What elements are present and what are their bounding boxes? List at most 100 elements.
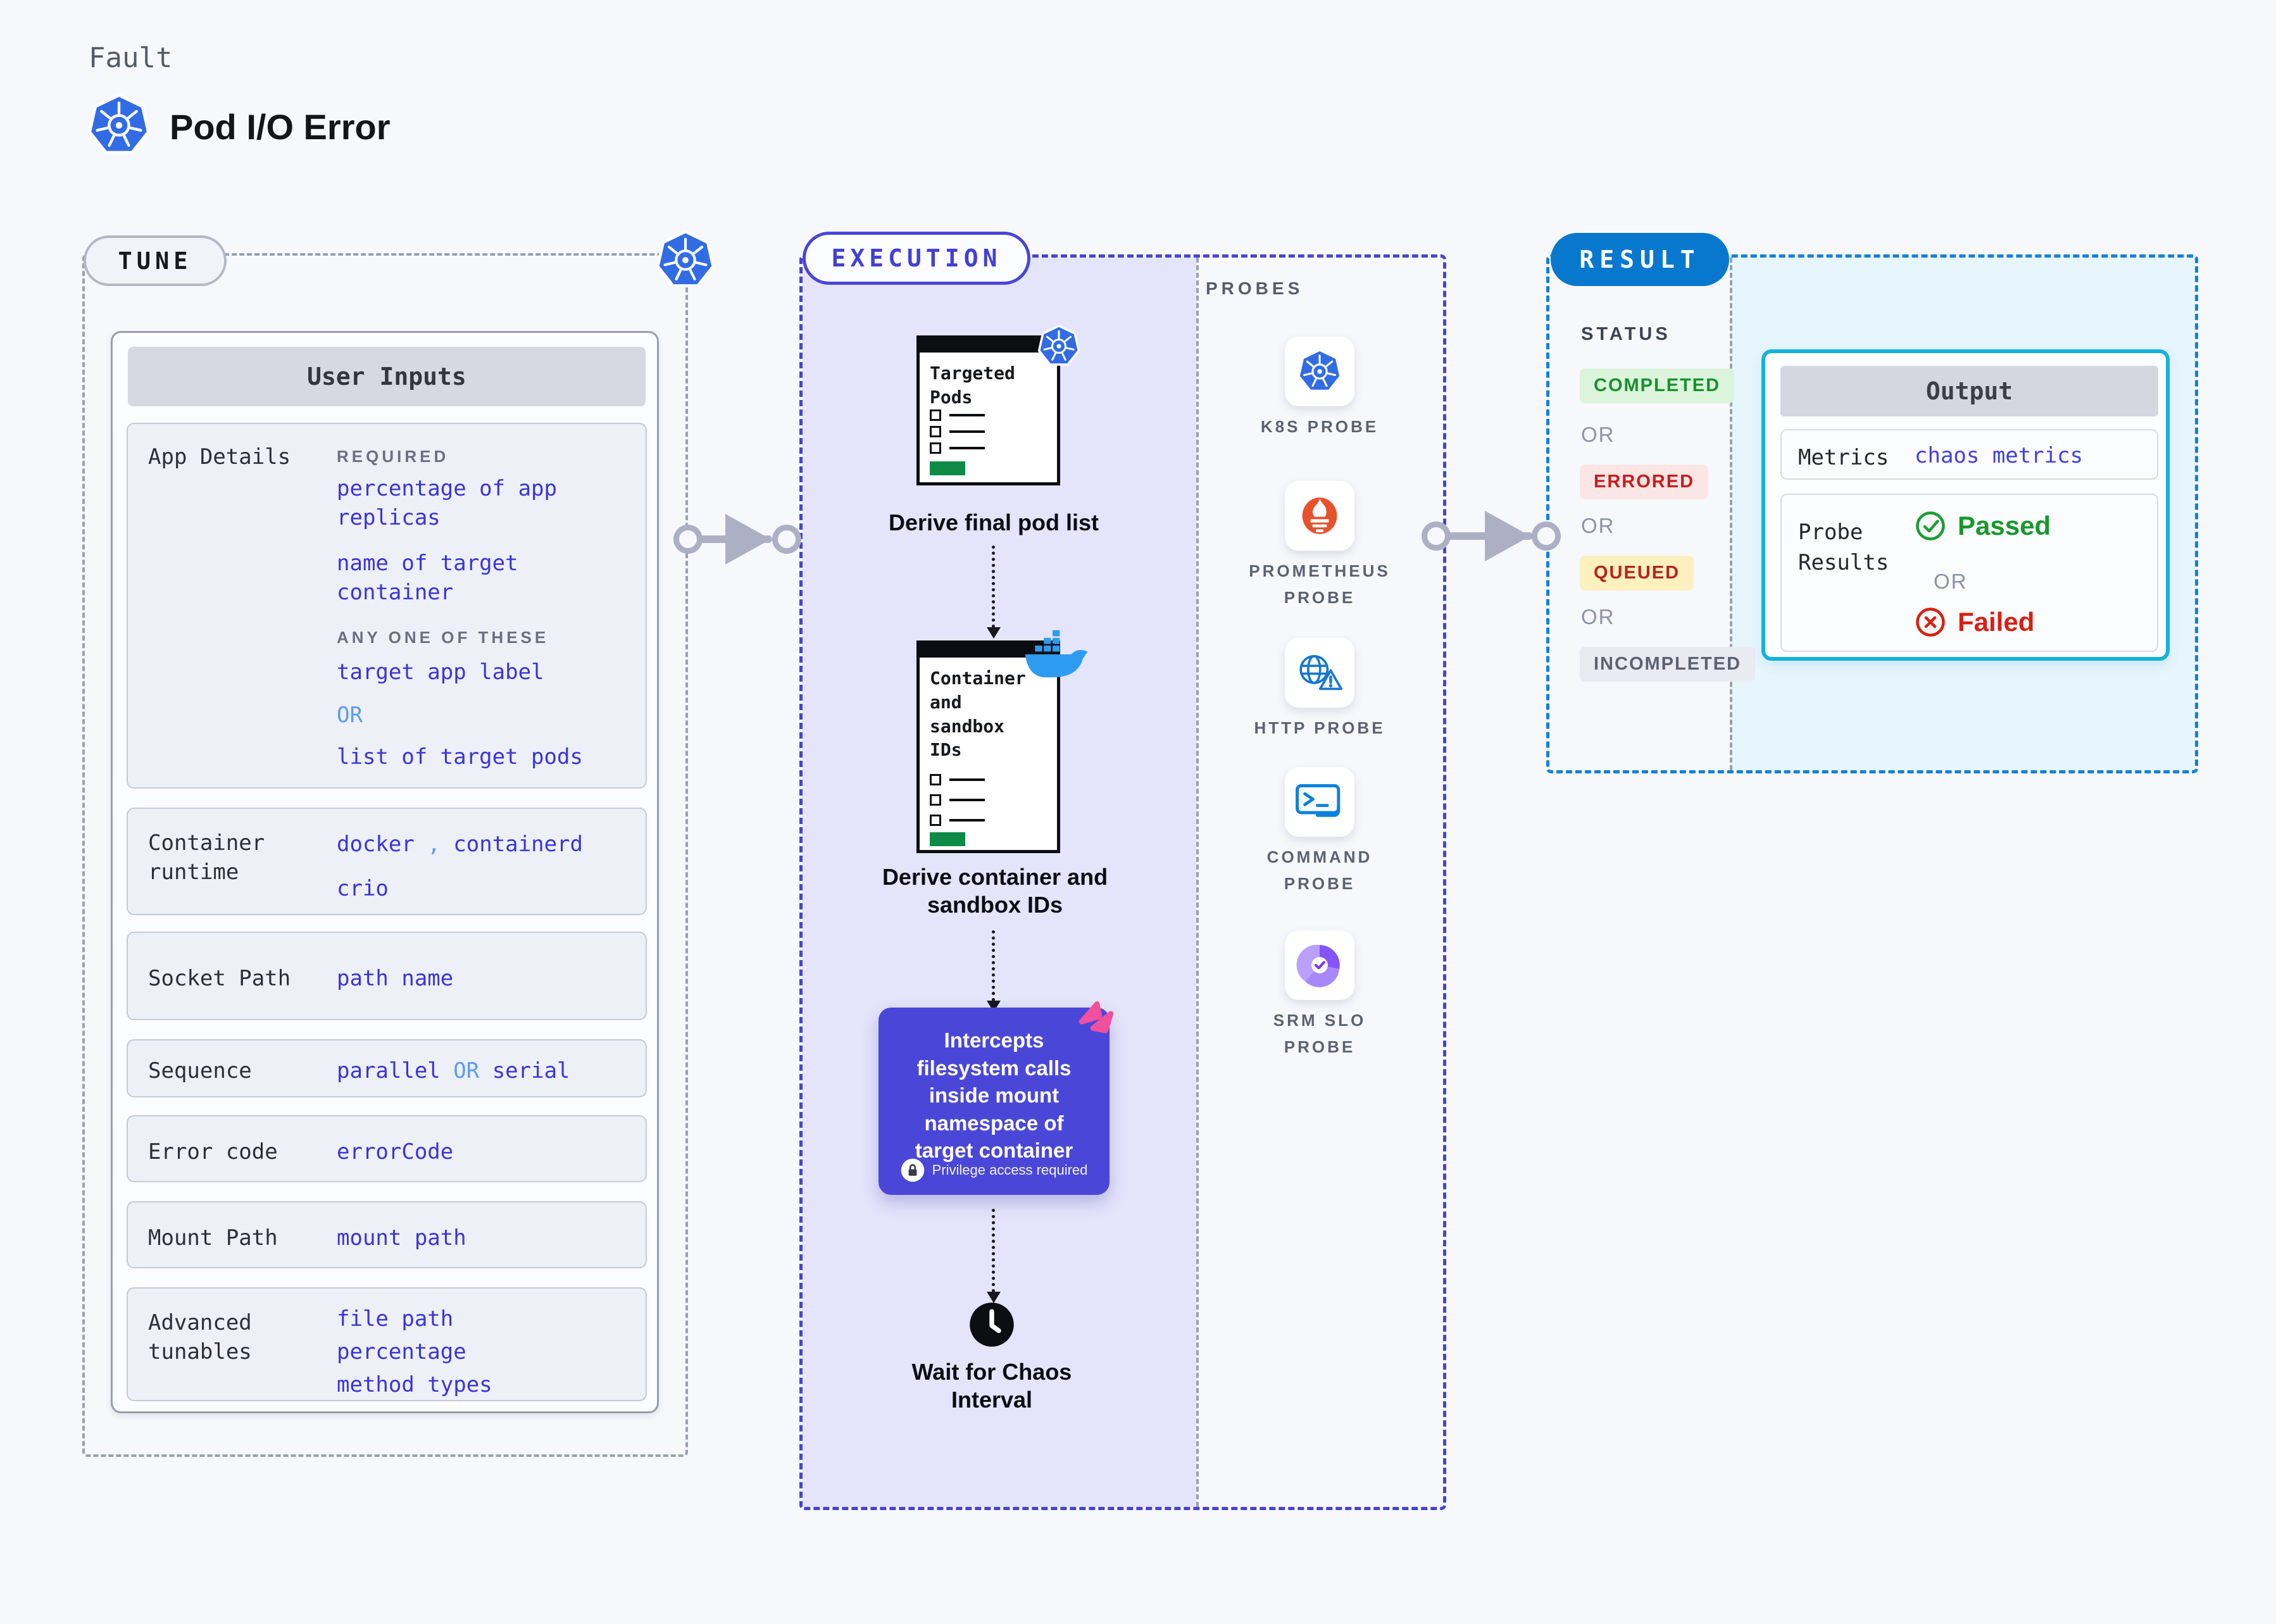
row-container-runtime: Container runtime docker , containerd cr… [127, 808, 647, 915]
or-separator: OR [1581, 423, 1615, 446]
http-globe-warning-icon [1294, 651, 1345, 694]
targeted-pods-card: Targeted Pods [916, 335, 1060, 485]
list-line [949, 430, 985, 433]
row-mount-path: Mount Path mount path [127, 1201, 647, 1268]
checklist-row [930, 794, 985, 806]
runtime-crio: crio [337, 876, 389, 901]
metrics-value: chaos metrics [1915, 443, 2084, 468]
arrow-end-dot [772, 525, 801, 554]
probe-card-http [1285, 638, 1354, 708]
step-caption: Wait for Chaos Interval [911, 1359, 1072, 1413]
lock-icon [901, 1158, 925, 1182]
status-badge-errored: ERRORED [1580, 465, 1709, 499]
docker-whale-icon [1024, 629, 1090, 678]
card-title-bar [920, 339, 1057, 353]
row-advanced-tunables: Advanced tunables file path percentage m… [127, 1287, 647, 1401]
row-label: Error code [148, 1139, 278, 1165]
probe-card-k8s [1285, 337, 1354, 406]
row-error-code: Error code errorCode [127, 1115, 647, 1182]
list-line [949, 799, 985, 801]
mount-path-value: mount path [337, 1225, 466, 1251]
flow-arrow-tune-to-execution [672, 510, 803, 568]
row-sequence: Sequence parallel OR serial [127, 1039, 647, 1097]
progress-bar [930, 832, 965, 846]
list-line [949, 414, 985, 416]
result-pill-label: RESULT [1579, 246, 1701, 273]
or-separator: OR [337, 703, 363, 728]
checklist-row [930, 409, 985, 421]
checkbox-icon [930, 774, 941, 785]
probes-area [1196, 258, 1443, 1507]
error-code-value: errorCode [337, 1139, 454, 1165]
container-sandbox-ids-card: Container and sandbox IDs [916, 640, 1060, 853]
checklist-row [930, 774, 985, 785]
arrow-head [725, 514, 771, 565]
checklist-row [930, 442, 985, 454]
privilege-label: Privilege access required [932, 1162, 1088, 1178]
tune-section-box [82, 253, 688, 1457]
terminal-icon [1295, 784, 1344, 820]
row-label: Sequence [148, 1058, 252, 1084]
result-pill: RESULT [1551, 233, 1729, 286]
tune-pill-label: TUNE [118, 247, 192, 275]
privilege-row: Privilege access required [879, 1158, 1110, 1182]
kubernetes-icon [86, 92, 152, 158]
x-circle-icon [1915, 606, 1946, 638]
advanced-item: method types [337, 1372, 492, 1397]
required-item: percentage of app replicas [337, 476, 557, 530]
metrics-label: Metrics [1798, 445, 1889, 470]
required-item: name of target container [337, 551, 518, 605]
flow-arrow-down [987, 1209, 1001, 1303]
checkbox-icon [930, 409, 941, 421]
list-line [949, 447, 985, 449]
intercept-card: Intercepts filesystem calls inside mount… [879, 1008, 1110, 1195]
row-label: Container runtime [148, 830, 265, 885]
card-title: Targeted Pods [930, 363, 1015, 408]
passed-label: Passed [1958, 511, 2051, 540]
tune-pill: TUNE [84, 235, 227, 286]
page-title: Pod I/O Error [170, 107, 391, 147]
probe-label: HTTP PROBE [1254, 718, 1385, 737]
arrow-start-dot [673, 525, 703, 554]
checkbox-icon [930, 815, 941, 826]
passed-line: Passed [1915, 510, 2051, 542]
card-title-bar [920, 644, 1057, 658]
metrics-row: Metrics chaos metrics [1780, 429, 2158, 480]
option-target-app-label: target app label [337, 659, 544, 685]
row-socket-path: Socket Path path name [127, 932, 647, 1020]
any-one-hint: ANY ONE OF THESE [337, 628, 549, 647]
checkbox-icon [930, 794, 941, 806]
probe-results-label: Probe Results [1798, 520, 1889, 575]
advanced-item: percentage [337, 1339, 466, 1365]
or-separator: OR [1581, 605, 1615, 628]
probes-title: PROBES [1206, 278, 1304, 298]
status-badge-queued: QUEUED [1580, 556, 1694, 590]
arrow-end-dot [1532, 522, 1561, 551]
step-caption: Derive final pod list [888, 509, 1099, 535]
sequence-values: parallel OR serial [337, 1057, 570, 1086]
arrow-head [1485, 511, 1530, 561]
or-separator: OR [1934, 570, 1968, 593]
kubernetes-icon [1296, 348, 1343, 395]
required-hint: REQUIRED [337, 447, 449, 466]
user-inputs-header: User Inputs [128, 347, 646, 406]
status-title: STATUS [1581, 324, 1671, 344]
user-inputs-panel: User Inputs App Details REQUIRED percent… [111, 331, 659, 1413]
checkbox-icon [930, 426, 941, 437]
srm-slo-pie-icon [1296, 941, 1344, 989]
step-caption: Derive container and sandbox IDs [882, 864, 1108, 918]
execution-pill: EXECUTION [803, 232, 1030, 285]
clock-icon [968, 1301, 1015, 1348]
list-line [949, 778, 985, 781]
checklist-row [930, 426, 985, 437]
list-line [949, 819, 985, 821]
litmus-pink-icon [1076, 997, 1116, 1038]
probe-label: SRM SLO PROBE [1273, 1011, 1366, 1056]
output-panel: Output Metrics chaos metrics Probe Resul… [1761, 349, 2170, 661]
row-label: Socket Path [148, 966, 291, 991]
probe-card-prometheus [1285, 481, 1354, 551]
or-separator: OR [1581, 514, 1615, 537]
arrow-head [987, 1292, 1001, 1303]
runtime-docker: docker [337, 832, 415, 857]
